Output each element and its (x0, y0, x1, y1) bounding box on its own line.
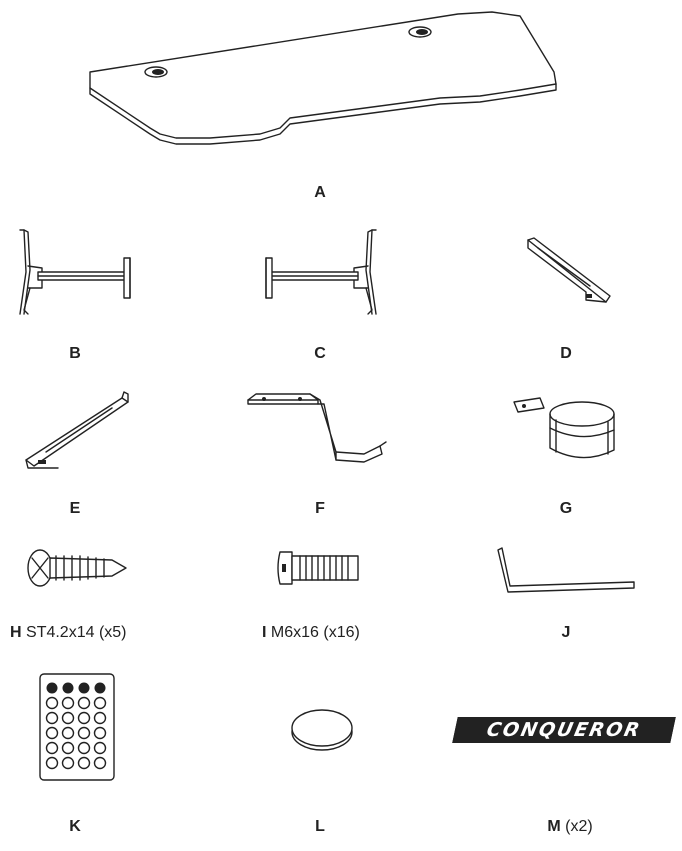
part-label-d: D (546, 345, 586, 363)
remote-button (78, 682, 90, 694)
leg-frame-c-image (265, 229, 377, 315)
headphone-hook-f-image (247, 393, 387, 463)
part-label-b: B (55, 345, 95, 363)
cup-holder-g-image (513, 397, 615, 459)
remote-button (46, 682, 58, 694)
part-letter: M (547, 818, 561, 835)
part-letter: K (69, 818, 81, 835)
remote-button (61, 711, 75, 725)
part-label-a: A (300, 184, 340, 202)
remote-button (61, 756, 75, 770)
part-label-f: F (300, 500, 340, 518)
remote-button (45, 726, 59, 740)
remote-button (77, 696, 91, 710)
screw-h-image (27, 549, 127, 587)
bolt-i-image (277, 551, 359, 585)
part-letter: L (315, 818, 325, 835)
part-letter: I (262, 624, 267, 641)
part-letter: D (560, 345, 572, 362)
part-label-j: J (546, 624, 586, 642)
bracket-e-image (25, 391, 129, 469)
remote-button (45, 711, 59, 725)
remote-button (93, 711, 107, 725)
allen-key-j-image (497, 547, 635, 593)
part-letter: H (10, 624, 22, 641)
leg-frame-b-image (19, 229, 131, 315)
part-label-l: L (300, 818, 340, 836)
bracket-d-image (527, 237, 611, 303)
part-letter: E (69, 500, 81, 517)
part-letter: G (559, 500, 573, 517)
part-label-g: G (546, 500, 586, 518)
part-label-h: H ST4.2x14 (x5) (10, 624, 150, 642)
remote-button (62, 682, 74, 694)
part-letter: C (314, 345, 326, 362)
remote-button (61, 696, 75, 710)
remote-button (93, 726, 107, 740)
remote-button (77, 741, 91, 755)
remote-button (94, 682, 106, 694)
part-label-c: C (300, 345, 340, 363)
remote-control-k-image (39, 673, 115, 781)
logo-badge-m: CONQUEROR (452, 717, 676, 743)
remote-button (45, 696, 59, 710)
part-label-e: E (55, 500, 95, 518)
remote-button (93, 741, 107, 755)
part-label-i: I M6x16 (x16) (262, 624, 402, 642)
part-quantity: M6x16 (x16) (270, 624, 360, 641)
remote-button (77, 711, 91, 725)
remote-button (93, 696, 107, 710)
part-label-k: K (55, 818, 95, 836)
part-quantity: (x2) (565, 818, 593, 835)
remote-button (61, 726, 75, 740)
part-letter: A (314, 184, 326, 201)
desktop-panel-image (89, 11, 557, 145)
part-letter: F (315, 500, 325, 517)
remote-button (45, 756, 59, 770)
part-label-m: M (x2) (530, 818, 610, 836)
part-quantity: ST4.2x14 (x5) (26, 624, 127, 641)
part-letter: B (69, 345, 81, 362)
remote-button (61, 741, 75, 755)
logo-badge-text: CONQUEROR (484, 719, 644, 741)
remote-button (45, 741, 59, 755)
remote-button (93, 756, 107, 770)
part-letter: J (561, 624, 571, 641)
foot-pad-l-image (291, 709, 353, 751)
remote-button (77, 756, 91, 770)
remote-button (77, 726, 91, 740)
